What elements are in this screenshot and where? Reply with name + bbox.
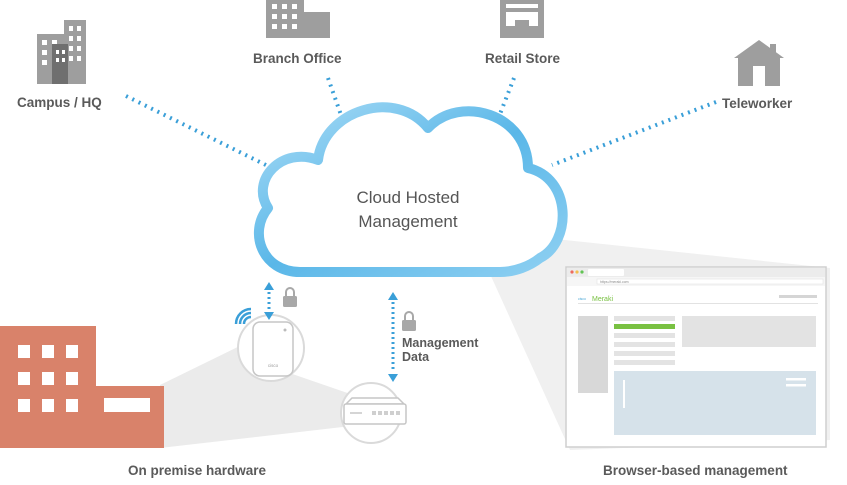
view-beam-premise [160,340,362,448]
lock-icon [283,287,297,307]
teleworker-label: Teleworker [722,96,793,111]
browser-management-label: Browser-based management [603,463,788,478]
campus-building-icon [37,20,86,84]
cloud-title-line2: Management [358,212,458,231]
access-point-brand: cisco [268,363,279,368]
browser-close-dot [570,270,574,274]
on-premise-label: On premise hardware [128,463,267,478]
retail-store-label: Retail Store [485,51,561,66]
cloud-shape [254,102,568,277]
retail-store-icon [500,0,544,38]
retail-link [491,77,516,133]
management-arrow-left [264,282,274,320]
lock-icon [402,311,416,331]
management-data-line1: Management [402,336,479,350]
access-point-device: cisco [237,314,305,382]
browser-window: https://meraki.com cisco Meraki [565,266,827,448]
branch-office-label: Branch Office [253,51,342,66]
switch-device [340,382,407,444]
browser-url: https://meraki.com [600,280,629,284]
teleworker-house-icon [734,40,784,86]
branch-link [326,77,349,133]
teleworker-link [551,100,717,167]
cloud-title-line1: Cloud Hosted [356,188,460,207]
wifi-signal-icon [234,307,252,325]
on-premise-building-icon [0,326,164,448]
browser-brand: Meraki [592,296,613,303]
management-data-line2: Data [402,350,430,364]
campus-link [125,94,273,170]
management-arrow-right [388,292,398,382]
campus-label: Campus / HQ [17,95,102,110]
browser-highlight-bar [614,324,675,329]
branch-office-icon [266,0,330,38]
browser-brand-small: cisco [578,297,586,301]
browser-main-panel [614,371,816,435]
